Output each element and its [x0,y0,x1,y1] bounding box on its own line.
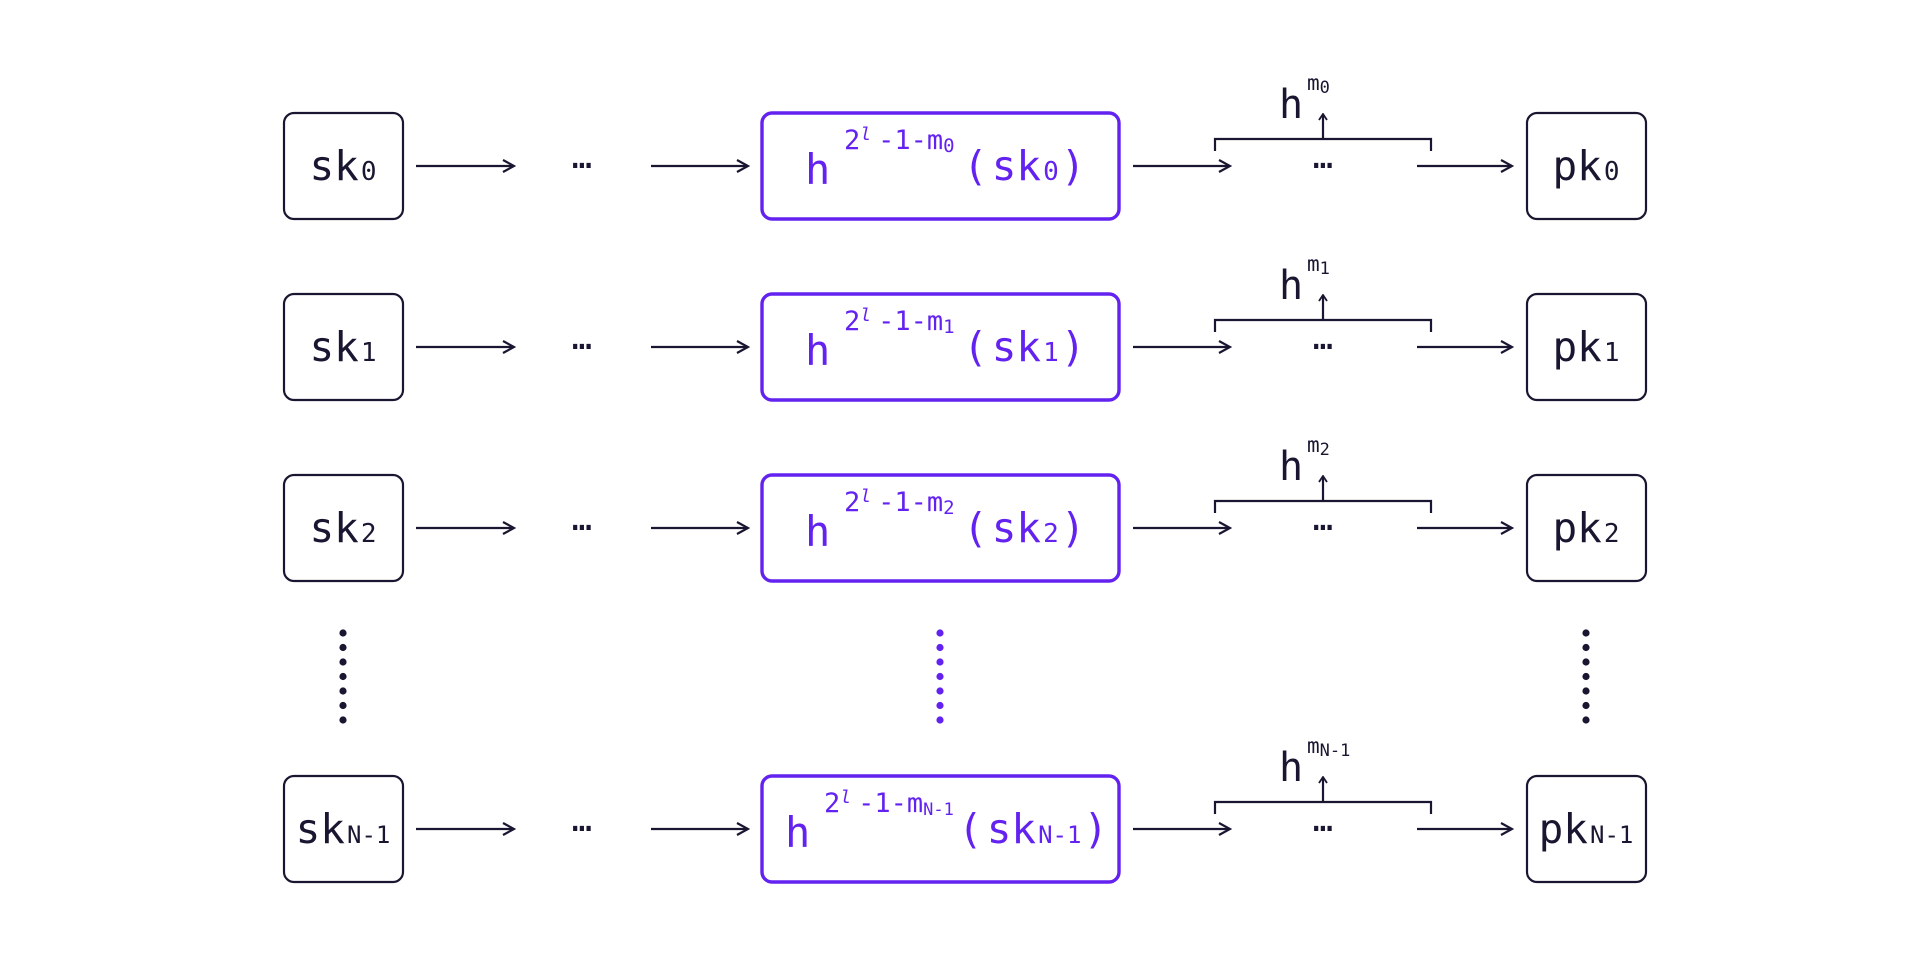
bracket-exponent-label: m1 [1307,252,1330,279]
ellipsis-dot [1582,629,1590,637]
bracket-exponent-label: m0 [1307,71,1330,98]
secret-key-box [282,292,405,402]
ellipsis-dot [936,658,944,666]
ellipsis-dot [339,629,347,637]
ellipsis: ⋯ [1313,145,1333,185]
bracket-hash-label: h [1279,82,1303,128]
ellipsis-dot [936,643,944,652]
hash-symbol: h [785,808,810,857]
bracket-hash-label: h [1279,745,1303,791]
secret-key-box [282,774,405,884]
secret-key-box [282,473,405,583]
ellipsis-dot [936,672,944,681]
public-key-label: pkN-1 [1539,805,1634,853]
ellipsis-dot [339,701,347,710]
vertical-ellipsis [936,629,944,724]
public-key-box [1525,292,1648,402]
secret-key-label: skN-1 [296,805,391,853]
exponent-label: 2l-1-m1 [844,305,955,338]
function-argument: (sk2) [963,504,1085,552]
ellipsis: ⋯ [572,326,592,366]
vertical-ellipsis [1582,629,1590,724]
ellipsis-dot [339,658,347,666]
secret-key-box [282,111,405,221]
bracket-hash-label: h [1279,263,1303,309]
public-key-box [1525,111,1648,221]
exponent-label: 2l-1-m2 [844,486,955,519]
public-key-label: pk1 [1552,323,1619,371]
hash-symbol: h [805,326,830,375]
ellipsis-dot [339,687,347,695]
public-key-box [1525,473,1648,583]
ellipsis-dot [1582,643,1590,652]
vertical-ellipsis-group [339,629,1590,724]
ellipsis-dot [339,672,347,681]
function-argument: (sk0) [963,142,1085,190]
ellipsis-dot [1582,701,1590,710]
ellipsis: ⋯ [572,145,592,185]
ellipsis-dot [936,629,944,637]
bracket-exponent-label: mN-1 [1307,734,1350,761]
function-argument: (skN-1) [958,805,1108,853]
secret-key-label: sk1 [309,323,376,371]
secret-key-label: sk0 [309,142,376,190]
public-key-box [1525,774,1648,884]
hash-symbol: h [805,145,830,194]
ellipsis: ⋯ [1313,808,1333,848]
ellipsis-dot [1582,672,1590,681]
ellipsis-dot [1582,658,1590,666]
public-key-label: pk2 [1552,504,1619,552]
exponent-label: 2l-1-mN-1 [824,787,954,820]
bracket-exponent-label: m2 [1307,433,1330,460]
exponent-label: 2l-1-m0 [844,124,955,157]
ellipsis-dot [339,716,347,724]
signature-box [760,292,1121,402]
signature-box [760,473,1121,583]
signature-box [760,774,1121,884]
ellipsis: ⋯ [1313,507,1333,547]
ellipsis: ⋯ [572,808,592,848]
public-key-label: pk0 [1552,142,1619,190]
ellipsis-dot [936,716,944,724]
ellipsis: ⋯ [1313,326,1333,366]
signature-box [760,111,1121,221]
vertical-ellipsis [339,629,347,724]
ellipsis-dot [1582,716,1590,724]
ellipsis-dot [1582,687,1590,695]
hash-symbol: h [805,507,830,556]
ellipsis-dot [936,701,944,710]
ellipsis-dot [936,687,944,695]
bracket-hash-label: h [1279,444,1303,490]
ellipsis-dot [339,643,347,652]
ellipsis: ⋯ [572,507,592,547]
function-argument: (sk1) [963,323,1085,371]
secret-key-label: sk2 [309,504,376,552]
